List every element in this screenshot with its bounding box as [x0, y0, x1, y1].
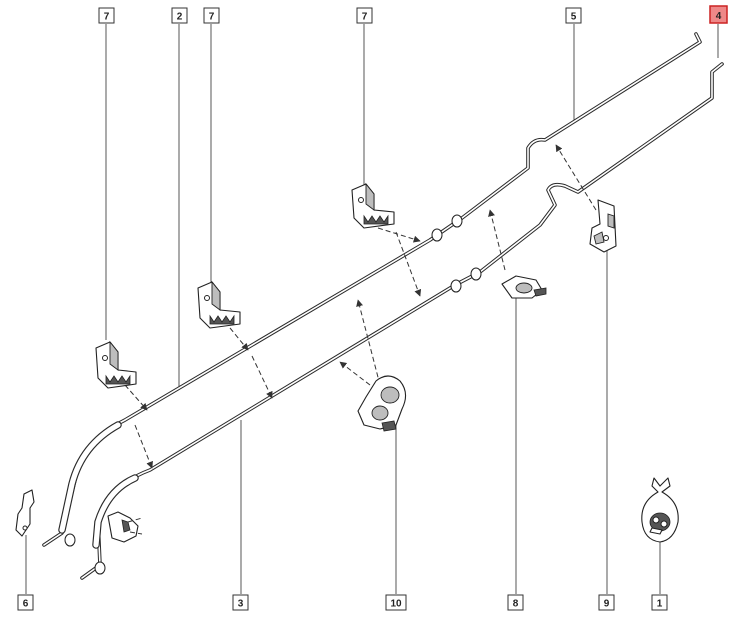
callout-7-right: 7: [356, 7, 373, 24]
pipe-unions: [64, 214, 482, 575]
retaining-clip-icon: [197, 280, 241, 329]
connector-union-icon: [64, 533, 106, 575]
callout-10: 10: [385, 594, 407, 611]
pipe-clip-icon: [501, 275, 547, 299]
callout-label: 2: [177, 12, 183, 23]
callout-label: 6: [23, 599, 29, 610]
callout-7-middle: 7: [203, 7, 220, 24]
callout-label: 4: [716, 11, 722, 22]
connector-union-icon: [431, 214, 463, 242]
callout-7-left: 7: [98, 7, 115, 24]
double-pipe-clip-icon: [357, 375, 407, 432]
callout-label: 8: [513, 599, 519, 610]
assembly-arrows: [124, 144, 597, 469]
callout-label: 9: [604, 599, 610, 610]
callout-1: 1: [651, 594, 668, 611]
callout-label: 7: [104, 12, 110, 23]
callout-8: 8: [507, 594, 524, 611]
callout-6: 6: [17, 594, 34, 611]
brake-pipe-upper: [42, 32, 702, 547]
end-bracket-icon: [15, 489, 35, 537]
callout-label: 3: [238, 599, 244, 610]
callout-5: 5: [565, 7, 582, 24]
retaining-clip-icon: [351, 182, 395, 229]
callout-2: 2: [171, 7, 188, 24]
leader-lines: [25, 24, 719, 594]
callout-9: 9: [598, 594, 615, 611]
callout-4-highlighted: 4: [709, 5, 728, 24]
brake-pipe-lower: [80, 62, 724, 580]
callout-label: 7: [209, 12, 215, 23]
callout-label: 1: [657, 599, 663, 610]
bolt-bag-icon: [641, 477, 679, 543]
sleeve-clip-icon: [107, 511, 143, 543]
callout-label: 10: [390, 599, 402, 610]
callout-label: 7: [362, 12, 368, 23]
callout-3: 3: [232, 594, 249, 611]
connector-union-icon: [450, 267, 482, 293]
retaining-clip-icon: [95, 340, 137, 389]
callout-label: 5: [571, 12, 577, 23]
bracket-icon: [589, 199, 617, 253]
